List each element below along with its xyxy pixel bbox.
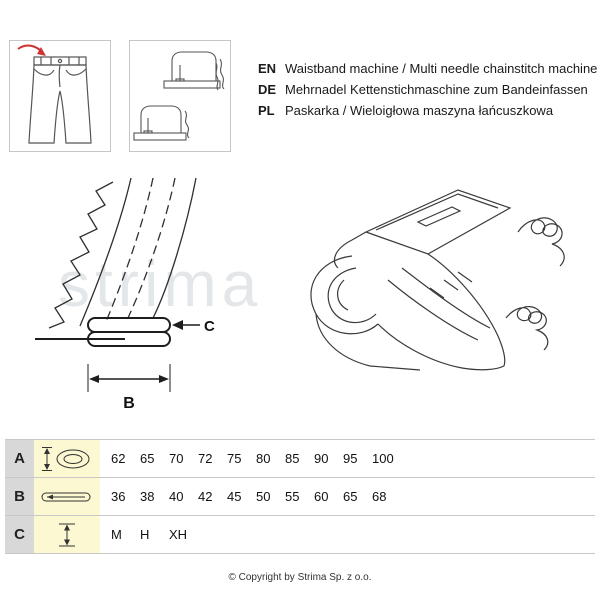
row-icon-cell-c <box>34 516 100 553</box>
size-value: 70 <box>169 451 184 466</box>
size-value: 60 <box>314 489 329 504</box>
wire-guide-top <box>517 217 565 267</box>
size-value: 80 <box>256 451 271 466</box>
size-value: 45 <box>227 489 242 504</box>
size-value: 36 <box>111 489 126 504</box>
row-icon-cell-b <box>34 478 100 515</box>
table-row-c: C M H XH <box>5 516 595 554</box>
size-value: 72 <box>198 451 213 466</box>
size-value: H <box>140 527 150 542</box>
lang-line-en: EN Waistband machine / Multi needle chai… <box>258 62 597 76</box>
lang-line-pl: PL Paskarka / Wieloigłowa maszyna łańcus… <box>258 104 597 118</box>
table-row-b: B 36 38 40 42 45 50 55 60 65 68 <box>5 478 595 516</box>
height-arrow-icon <box>59 523 75 546</box>
size-value: 38 <box>140 489 155 504</box>
waistband-curve-drawing <box>48 177 197 329</box>
size-value: M <box>111 527 122 542</box>
wire-guide-bottom <box>505 305 549 351</box>
size-value: 90 <box>314 451 329 466</box>
size-value: 100 <box>372 451 394 466</box>
row-values-c: M H XH <box>100 516 198 553</box>
lang-text-de: Mehrnadel Kettenstichmaschine zum Bandei… <box>285 82 588 97</box>
label-b: B <box>123 395 135 412</box>
copyright-text: © Copyright by Strima Sp. z o.o. <box>228 572 372 583</box>
lang-text-en: Waistband machine / Multi needle chainst… <box>285 61 598 76</box>
size-value: 85 <box>285 451 300 466</box>
dimension-c: C <box>172 318 215 335</box>
size-value: 68 <box>372 489 387 504</box>
row-letter-b: B <box>5 478 34 515</box>
jeans-waistband-icon <box>17 44 92 144</box>
jeans-waistband-thumbnail <box>9 40 111 152</box>
table-row-a: A 62 65 70 72 75 80 85 90 <box>5 440 595 478</box>
size-value: 65 <box>343 489 358 504</box>
label-c: C <box>204 318 215 335</box>
zigzag-fabric-edge <box>48 181 114 329</box>
size-value: 75 <box>227 451 242 466</box>
lang-line-de: DE Mehrnadel Kettenstichmaschine zum Ban… <box>258 83 597 97</box>
size-table: A 62 65 70 72 75 80 85 90 <box>5 439 595 554</box>
folded-binding-cross-section <box>35 317 171 347</box>
red-arrow-icon <box>17 44 46 56</box>
size-value: XH <box>169 527 188 542</box>
lang-code-pl: PL <box>258 103 275 118</box>
lang-text-pl: Paskarka / Wieloigłowa maszyna łańcuszko… <box>285 103 554 118</box>
language-descriptions: EN Waistband machine / Multi needle chai… <box>258 62 597 125</box>
lang-code-en: EN <box>258 61 277 76</box>
size-value: 62 <box>111 451 126 466</box>
technical-diagram: strima C B <box>35 177 565 412</box>
size-value: 55 <box>285 489 300 504</box>
tape-roll-width-icon <box>42 446 90 471</box>
row-letter-c: C <box>5 516 34 553</box>
row-icon-cell-a <box>34 440 100 477</box>
size-value: 65 <box>140 451 155 466</box>
folded-band-width-icon <box>41 492 91 501</box>
dimension-b: B <box>87 364 171 412</box>
size-value: 50 <box>256 489 271 504</box>
row-values-b: 36 38 40 42 45 50 55 60 65 68 <box>100 478 401 515</box>
row-letter-a: A <box>5 440 34 477</box>
technical-diagram-area: strima C B <box>0 168 600 438</box>
row-values-a: 62 65 70 72 75 80 85 90 95 100 <box>100 440 401 477</box>
sewing-machines-icon <box>133 51 225 141</box>
size-value: 95 <box>343 451 358 466</box>
sewing-machines-thumbnail <box>129 40 231 152</box>
watermark-text: strima <box>58 248 262 320</box>
binder-attachment-drawing <box>310 189 565 371</box>
size-value: 40 <box>169 489 184 504</box>
size-value: 42 <box>198 489 213 504</box>
lang-code-de: DE <box>258 82 277 97</box>
